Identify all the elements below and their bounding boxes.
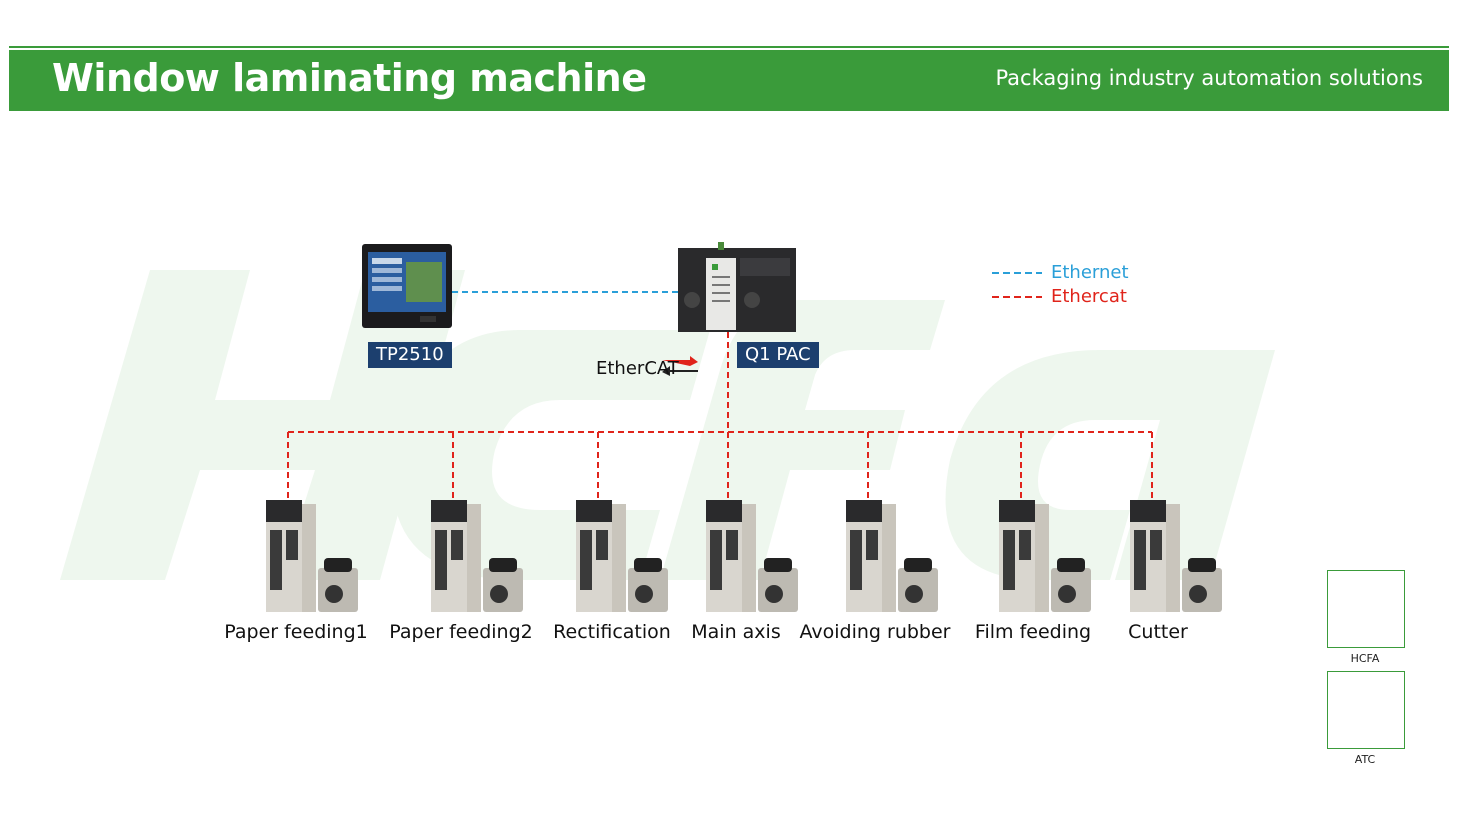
legend-ethernet-label: Ethernet xyxy=(1051,262,1129,283)
servo-label: Film feeding xyxy=(974,621,1092,643)
servo-label: Rectification xyxy=(553,621,671,643)
servo-drive-icon xyxy=(706,500,798,612)
servo-drive-icon xyxy=(576,500,668,612)
servo-label: Main axis xyxy=(691,621,781,643)
hmi-device-icon xyxy=(362,244,452,328)
servo-icons xyxy=(266,500,1222,612)
servo-drive-icon xyxy=(846,500,938,612)
servo-label: Paper feeding2 xyxy=(389,621,533,643)
pac-controller-icon xyxy=(678,242,796,332)
header-top-rule xyxy=(9,46,1449,48)
servo-drive-icon xyxy=(1130,500,1222,612)
servo-drive-icon xyxy=(999,500,1091,612)
qr-caption: HCFA xyxy=(1350,652,1380,665)
hmi-label: TP2510 xyxy=(368,342,452,368)
servo-drive-icon xyxy=(266,500,358,612)
page-subtitle: Packaging industry automation solutions xyxy=(995,66,1423,90)
ethercat-logo: EtherCAT xyxy=(596,358,679,379)
pac-label: Q1 PAC xyxy=(737,342,819,368)
qr-caption: ATC xyxy=(1354,753,1376,766)
servo-label: Cutter xyxy=(1128,621,1188,643)
servo-label: Paper feeding1 xyxy=(224,621,368,643)
ethercat-arrows-icon xyxy=(662,356,698,376)
header-bar: Window laminating machine Packaging indu… xyxy=(9,50,1449,111)
servo-label: Avoiding rubber xyxy=(799,621,951,643)
servo-drive-icon xyxy=(431,500,523,612)
page-title: Window laminating machine xyxy=(52,56,647,100)
qr-code-frame xyxy=(1327,570,1405,648)
qr-code-frame xyxy=(1327,671,1405,749)
legend-ethercat-label: Ethercat xyxy=(1051,286,1127,307)
